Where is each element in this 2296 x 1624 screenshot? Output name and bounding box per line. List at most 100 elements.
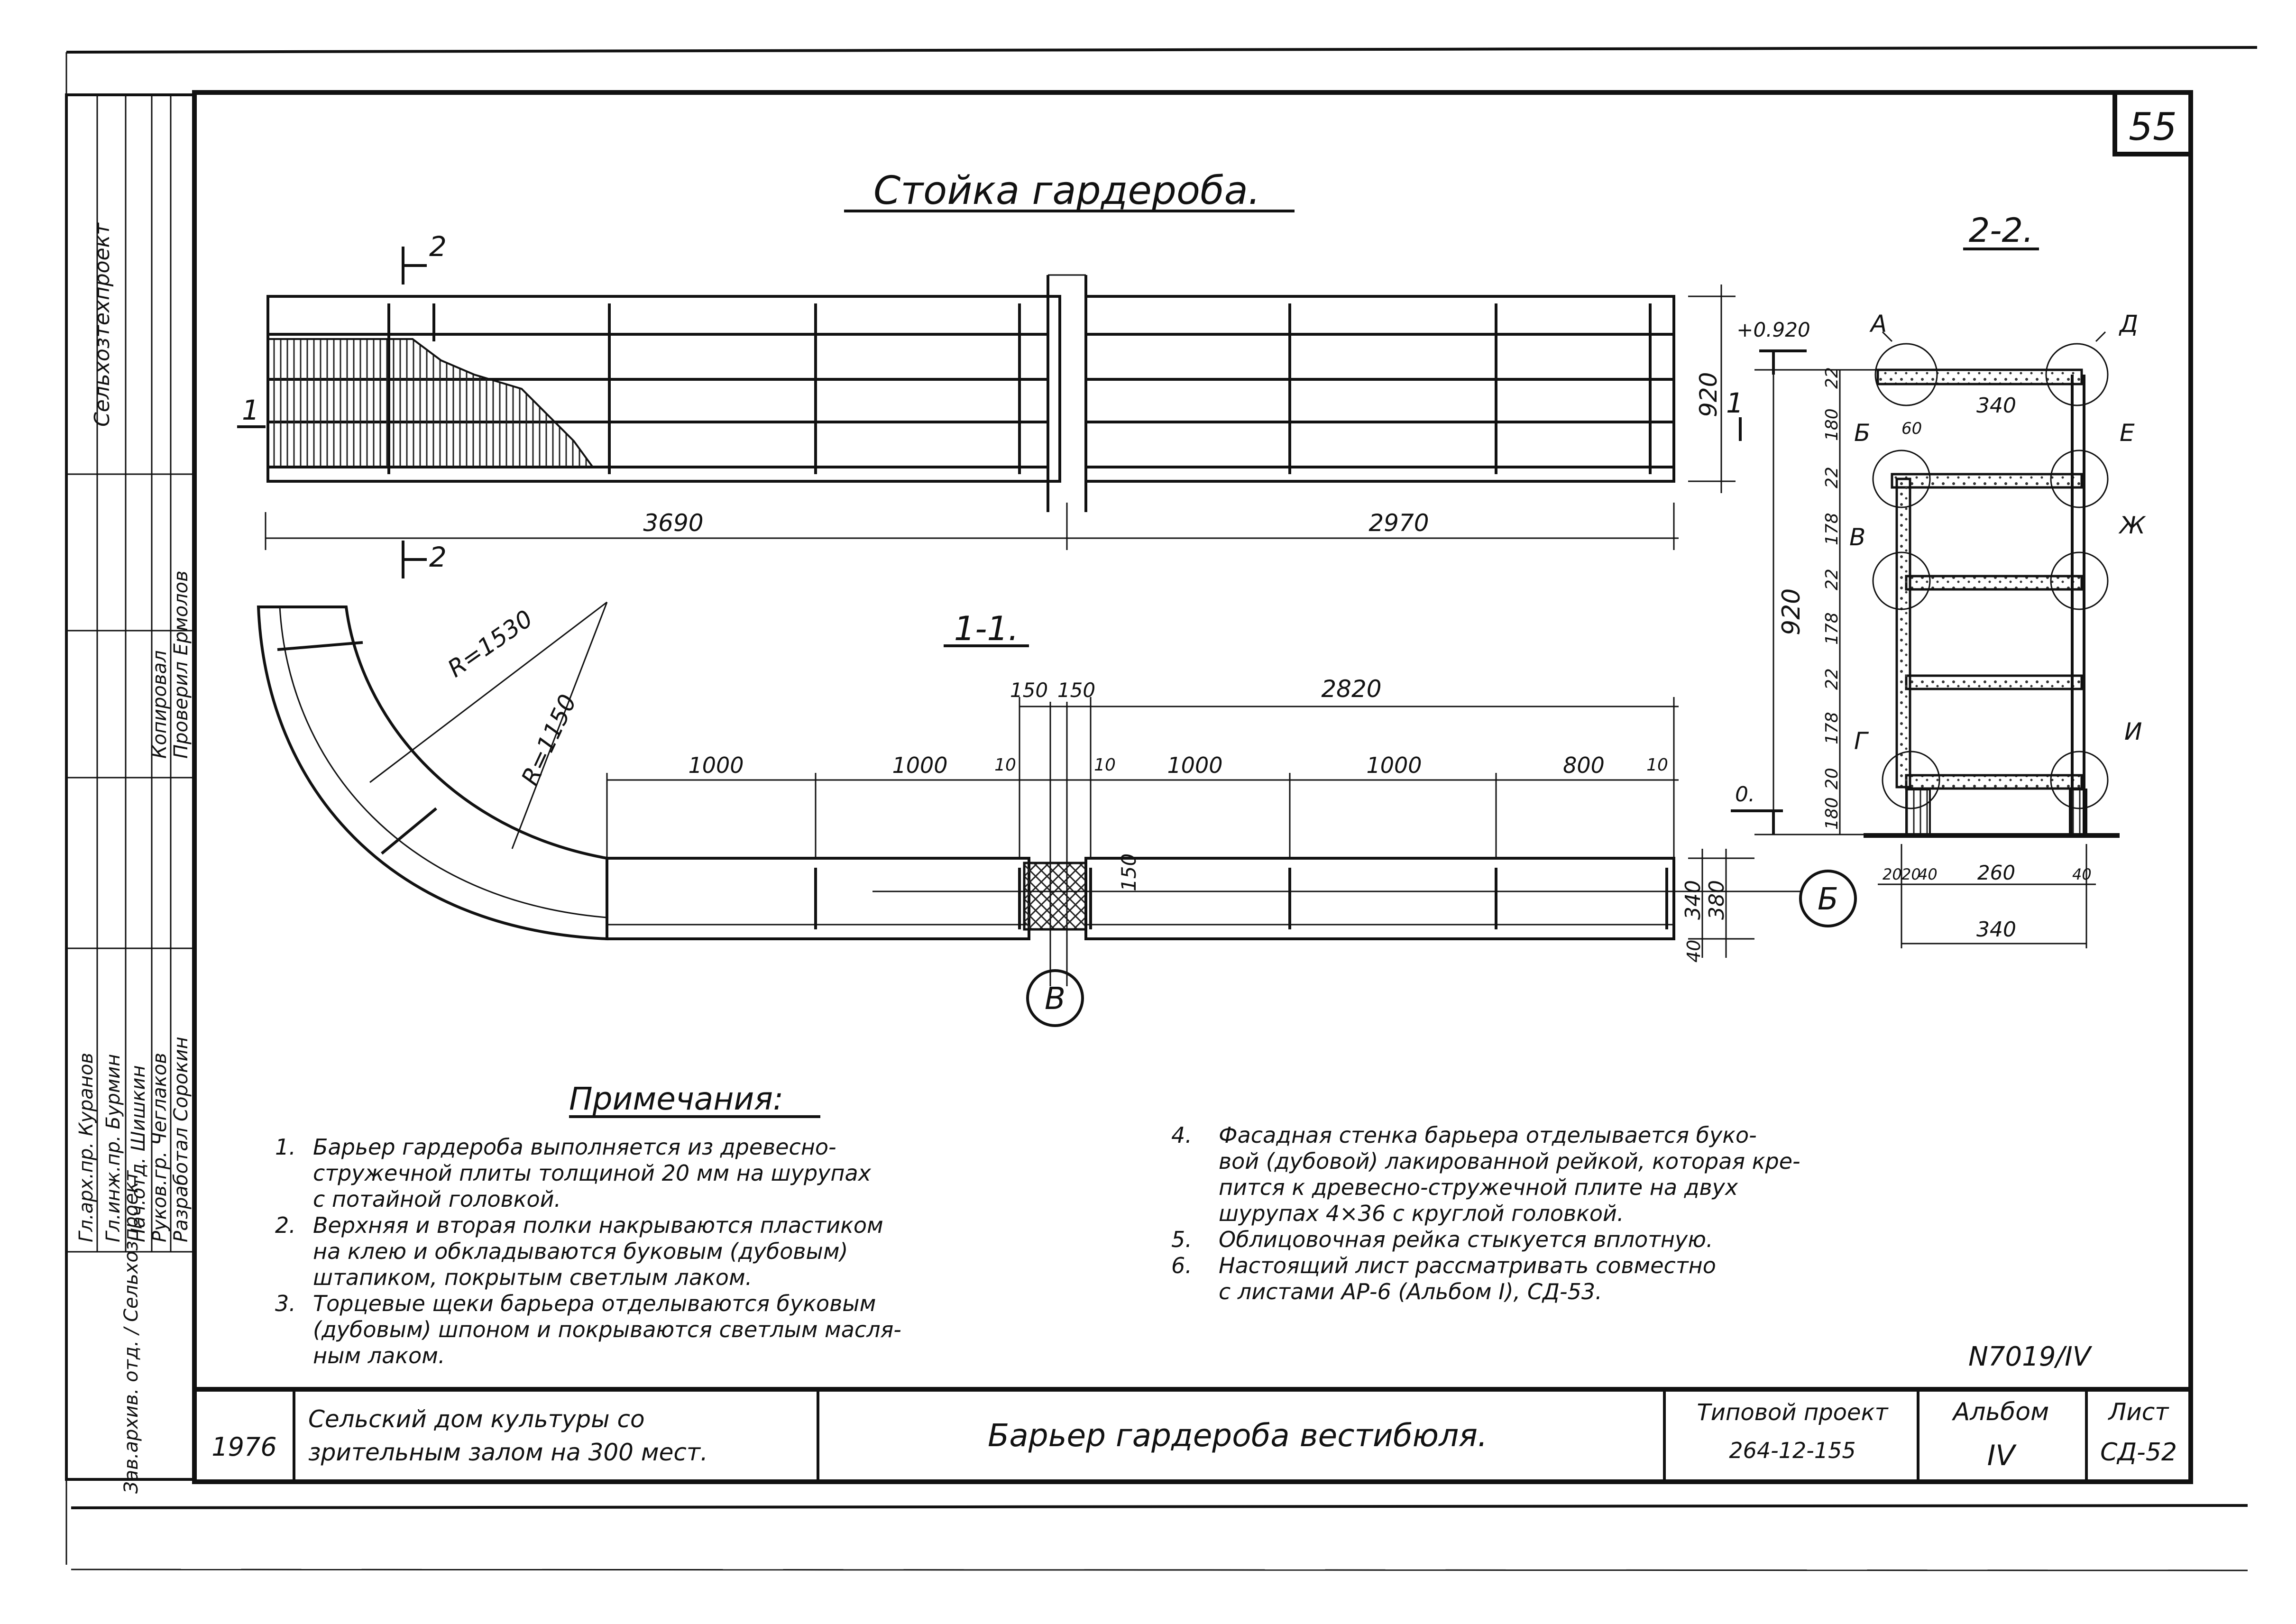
sec-width-340-top: 340 (1976, 394, 2016, 418)
elevation-title: Стойка гардероба. (873, 168, 1260, 213)
radius-inner: R=1150 (516, 690, 582, 789)
notes-heading: Примечания: (569, 1081, 783, 1117)
sec-v-8: 178 (1822, 712, 1842, 744)
plan-dim-2: 1000 (892, 752, 947, 778)
stamp-row-3: Нач.отд. Шишкин (128, 1065, 149, 1242)
note-line: стружечной плиты толщиной 20 мм на шуруп… (313, 1160, 872, 1186)
tb-type-value: 264-12-155 (1729, 1438, 1855, 1463)
dim-2970: 2970 (1368, 509, 1429, 537)
callout-v: В (1045, 982, 1065, 1017)
sec-b-5: 40 (2072, 865, 2092, 883)
callout-a: А (1869, 310, 1887, 338)
plan-dim-3: 10 (994, 755, 1016, 775)
sec-shelf-60: 60 (1901, 419, 1922, 438)
note-line: Облицовочная рейка стыкуется вплотную. (1219, 1227, 1713, 1252)
note-line: вой (дубовой) лакированной рейкой, котор… (1219, 1148, 1800, 1174)
note-line: Верхняя и вторая полки накрываются пласт… (313, 1212, 883, 1238)
page-number-box (2112, 90, 2193, 156)
tb-project-2: зрительным залом на 300 мест. (308, 1439, 708, 1466)
notes-left: 1. Барьер гардероба выполняется из древе… (275, 1134, 901, 1368)
sec-b-2: 20 (1901, 865, 1921, 883)
note-line: на клею и обкладываются буковым (дубовым… (313, 1239, 848, 1264)
plan-view (257, 601, 1802, 986)
callout-de: Д (2119, 310, 2138, 338)
note-num: 2. (275, 1212, 296, 1238)
callout-b: Б (1818, 882, 1838, 917)
plan-dim-1: 1000 (688, 752, 744, 778)
section-mark-bottom: 2 (429, 541, 447, 573)
tb-type-label: Типовой проект (1697, 1399, 1889, 1426)
level-zero: 0. (1735, 782, 1755, 807)
callout-zhe: Ж (2118, 512, 2146, 539)
tb-project-1: Сельский дом культуры со (308, 1405, 645, 1433)
stamp-row-4: Руков.гр. Чеглаков (149, 1053, 171, 1242)
note-line: (дубовым) шпоном и покрываются светлым м… (313, 1317, 901, 1342)
stamp-row-5: Разработал Сорокин (170, 1037, 192, 1242)
note-line: пится к древесно-стружечной плите на дву… (1219, 1174, 1738, 1200)
plan-dim-10: 10 (1646, 755, 1668, 775)
sec-v-5: 22 (1822, 569, 1842, 590)
note-line: с потайной головкой. (313, 1186, 561, 1212)
stamp-vertical-1: Сельхозтехпроект (90, 222, 114, 427)
section-2-view (1731, 331, 2120, 948)
tb-year: 1976 (211, 1432, 276, 1462)
sec-v-6: 178 (1822, 612, 1842, 645)
page-number: 55 (2129, 105, 2177, 149)
callout-ve: В (1849, 523, 1865, 551)
stamp-row-2: Гл.инж.пр. Бурмин (102, 1054, 124, 1242)
stamp-row-7: Копировал (149, 650, 171, 759)
plan-dim-5: 150 (1057, 679, 1095, 702)
elevation-dims (265, 284, 1736, 550)
dim-3690: 3690 (643, 509, 703, 537)
note-line: Фасадная стенка барьера отделывается бук… (1219, 1122, 1757, 1148)
notes-right: 4. Фасадная стенка барьера отделывается … (1171, 1122, 1800, 1304)
note-line: шурупах 4×36 с круглой головкой. (1219, 1201, 1624, 1226)
section-mark-left: 1 (242, 394, 259, 426)
section-2-title: 2-2. (1969, 211, 2034, 250)
callout-ge: Г (1854, 727, 1869, 755)
plan-dim-4: 150 (1010, 679, 1048, 702)
sec-v-4: 178 (1822, 513, 1842, 545)
callout-ye: Е (2120, 419, 2135, 447)
section-1-title: 1-1. (954, 609, 1019, 648)
side-stamp-rows: Гл.арх.пр. Куранов Гл.инж.пр. Бурмин Нач… (75, 222, 192, 1494)
sec-v-1: 22 (1822, 367, 1842, 389)
sec-v-9: 20 (1822, 768, 1842, 789)
note-line: ным лаком. (313, 1343, 445, 1368)
note-line: с листами АР-6 (Альбом I), СД-53. (1219, 1279, 1602, 1304)
plan-dims (606, 697, 1754, 958)
sec-b-1: 20 (1883, 865, 1902, 883)
sec-v-3: 22 (1822, 467, 1842, 488)
plan-dim-post: 150 (1117, 853, 1140, 891)
plan-dim-40: 40 (1683, 940, 1704, 963)
radius-outer: R=1530 (443, 605, 538, 682)
note-line: Барьер гардероба выполняется из древесно… (313, 1134, 836, 1160)
archive-number: N7019/IV (1968, 1341, 2093, 1372)
note-num: 6. (1171, 1253, 1192, 1278)
plan-dim-2820: 2820 (1321, 675, 1381, 703)
plan-dim-380: 380 (1705, 880, 1729, 920)
side-stamp (65, 93, 196, 1481)
sec-b-4: 260 (1977, 861, 2015, 884)
tb-album-label: Альбом (1952, 1398, 2049, 1426)
stamp-vertical-2: Зав.архив. отд. / Сельхозпроект (120, 1170, 142, 1494)
section-markers-elevation (237, 247, 427, 578)
section-mark-right: 1 (1726, 387, 1744, 419)
plan-dim-8: 1000 (1366, 752, 1422, 778)
plan-dim-340: 340 (1681, 880, 1705, 920)
dim-920-elev: 920 (1695, 372, 1722, 417)
note-line: штапиком, покрытым светлым лаком. (313, 1265, 752, 1290)
callout-v-circle (1026, 969, 1084, 1027)
title-block (194, 1387, 2191, 1482)
sec-v-7: 22 (1822, 668, 1842, 690)
note-num: 3. (275, 1291, 296, 1316)
section-mark-top: 2 (429, 230, 447, 263)
note-num: 4. (1171, 1122, 1192, 1148)
level-top: +0.920 (1736, 318, 1810, 341)
tb-album-value: IV (1987, 1439, 2017, 1472)
elevation-view (266, 274, 1675, 512)
dim-920-sec: 920 (1777, 588, 1806, 635)
callout-b-circle (1799, 870, 1857, 927)
stamp-row-6: Проверил Ермолов (170, 570, 192, 759)
note-num: 5. (1171, 1227, 1192, 1252)
